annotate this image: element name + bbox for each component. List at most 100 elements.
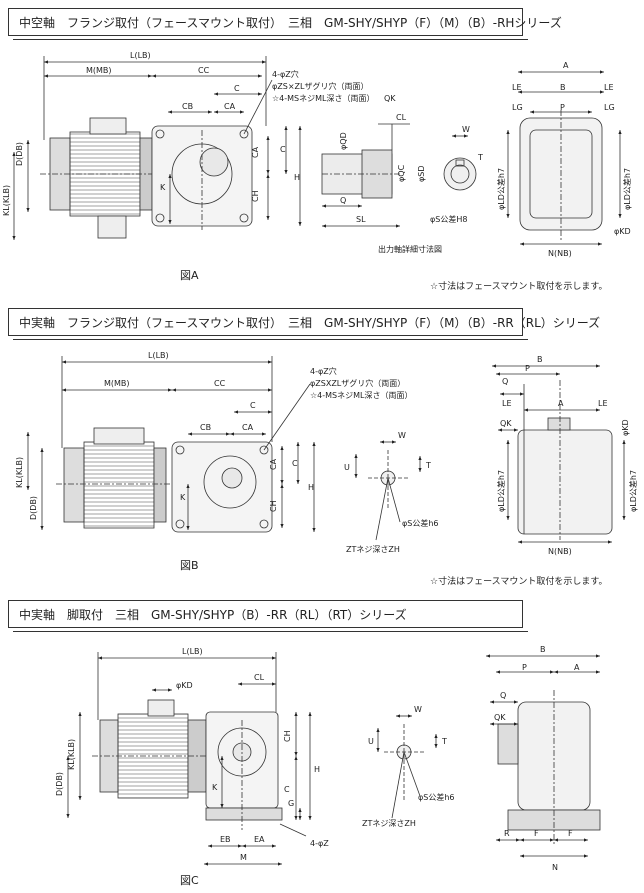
dim-b-m: M(MB)	[104, 379, 130, 388]
dim-b-h: H	[308, 483, 314, 492]
dim-b-a: A	[558, 399, 564, 408]
dim-b-cb: CB	[200, 423, 211, 432]
dim-c-d: D(DB)	[55, 772, 64, 796]
dim-a-b: B	[560, 83, 566, 92]
dim-b-c-v: C	[292, 459, 298, 468]
dim-b-c: C	[250, 401, 256, 410]
dim-a-t: T	[477, 153, 483, 162]
dim-c-p: P	[522, 663, 527, 672]
dim-b-ch: CH	[269, 500, 278, 512]
dim-b-d: D(DB)	[29, 496, 38, 520]
figure-a-note: ☆寸法はフェースマウント取付を示します。	[430, 282, 608, 292]
dim-b-ld2: φLD公差h7	[628, 470, 638, 512]
dim-a-ld: φLD公差h7	[496, 168, 506, 210]
dim-c-u: U	[368, 737, 374, 746]
dim-c-c: C	[284, 785, 290, 794]
dim-c-l: L(LB)	[182, 647, 203, 656]
dim-b-ca: CA	[242, 423, 254, 432]
motor-side-view-a	[40, 117, 160, 239]
dim-a-d: D(DB)	[15, 142, 24, 166]
dim-a-l: L(LB)	[130, 51, 151, 60]
dim-a-ca: CA	[224, 102, 236, 111]
gear-face-a	[151, 125, 253, 230]
dim-c-b: B	[540, 645, 546, 654]
motor-side-view-b	[56, 427, 180, 529]
dim-b-w: W	[398, 431, 406, 440]
dim-a-lg-right: LG	[604, 103, 615, 112]
dim-c-t: T	[441, 737, 447, 746]
dim-b-ca-v: CA	[269, 458, 278, 470]
dim-a-ca-v: CA	[251, 146, 260, 158]
gear-body-c	[205, 711, 283, 830]
dim-c-n: N	[552, 863, 558, 872]
dim-c-a: A	[574, 663, 580, 672]
dim-a-qd: φQD	[339, 132, 348, 150]
shaft-section-c	[376, 714, 438, 819]
dim-b-le-right: LE	[598, 399, 608, 408]
dim-c-r: R	[504, 829, 510, 838]
dim-a-hole1: 4-φZ穴	[272, 69, 299, 79]
dim-c-zt: ZTネジ深さZH	[362, 819, 416, 828]
dim-a-qk: QK	[384, 94, 396, 103]
dim-b-l: L(LB)	[148, 351, 169, 360]
dim-c-m: M	[240, 853, 247, 862]
dim-a-k: K	[160, 183, 166, 192]
dim-b-t: T	[425, 461, 431, 470]
figure-c	[66, 652, 601, 866]
section-c-title: 中実軸 脚取付 三相 GM-SHY/SHYP（B）-RR（RL）（RT）シリーズ	[8, 600, 528, 632]
dim-a-s: φS公差H8	[430, 214, 467, 224]
dim-a-sl: SL	[356, 215, 366, 224]
figure-b-labels: L(LB) M(MB) CC C CB CA KL(KLB) D(DB) K C…	[15, 351, 638, 556]
dim-b-b: B	[537, 355, 543, 364]
shaft-detail-caption: 出力軸詳細寸法図	[378, 244, 442, 254]
dim-b-kd: φKD	[621, 419, 630, 436]
dim-c-f-left: F	[534, 829, 539, 838]
dim-c-ch: CH	[283, 730, 292, 742]
dim-c-s: φS公差h6	[418, 792, 455, 802]
dim-b-hole1: 4-φZ穴	[310, 366, 337, 376]
figure-c-label: 図C	[180, 874, 199, 887]
dim-c-kd: φKD	[176, 681, 193, 690]
end-view-b	[492, 364, 626, 544]
dim-a-p: P	[560, 103, 565, 112]
dim-b-qk: QK	[500, 419, 512, 428]
figure-a	[12, 56, 622, 246]
dim-b-k: K	[180, 493, 186, 502]
dim-c-k: K	[212, 783, 218, 792]
dim-a-m: M(MB)	[86, 66, 112, 75]
section-b-title: 中実軸 フランジ取付（フェースマウント取付） 三相 GM-SHY/SHYP（F）…	[8, 308, 600, 340]
dim-a-kl: KL(KLB)	[2, 185, 11, 216]
dim-c-f-right: F	[568, 829, 573, 838]
dim-a-le-left: LE	[512, 83, 522, 92]
shaft-section-b	[354, 440, 422, 541]
motor-side-view-c	[92, 699, 220, 799]
dim-a-hole3: ☆4-MSネジML深さ（両面）	[272, 94, 375, 103]
end-view-c	[486, 654, 601, 858]
dim-a-ch: CH	[251, 190, 260, 202]
dim-b-hole2: φZSXZLザグリ穴（両面）	[310, 378, 405, 388]
dim-c-z: 4-φZ	[310, 839, 329, 848]
dim-a-q: Q	[340, 196, 346, 205]
dim-b-kl: KL(KLB)	[15, 457, 24, 488]
dim-c-eb: EB	[220, 835, 231, 844]
dim-a-le-right: LE	[604, 83, 614, 92]
dim-a-w: W	[462, 125, 470, 134]
dim-a-c: C	[234, 84, 240, 93]
dim-c-ea: EA	[254, 835, 265, 844]
dim-a-cl: CL	[396, 113, 407, 122]
figure-a-label: 図A	[180, 269, 199, 282]
dim-a-qc: φQC	[397, 164, 406, 182]
dim-a-a: A	[563, 61, 569, 70]
dim-c-w: W	[414, 705, 422, 714]
dim-a-sd: φSD	[417, 165, 426, 182]
dim-b-ld: φLD公差h7	[496, 470, 506, 512]
dim-c-cl: CL	[254, 673, 265, 682]
dim-c-kl: KL(KLB)	[67, 739, 76, 770]
dim-c-qk: QK	[494, 713, 506, 722]
dim-b-q: Q	[502, 377, 508, 386]
figure-b-label: 図B	[180, 559, 199, 572]
dim-a-c-v: C	[280, 145, 286, 154]
figure-c-labels: L(LB) φKD CL KL(KLB) D(DB) K CH C H G EB…	[55, 645, 580, 872]
gear-face-b	[171, 441, 273, 533]
